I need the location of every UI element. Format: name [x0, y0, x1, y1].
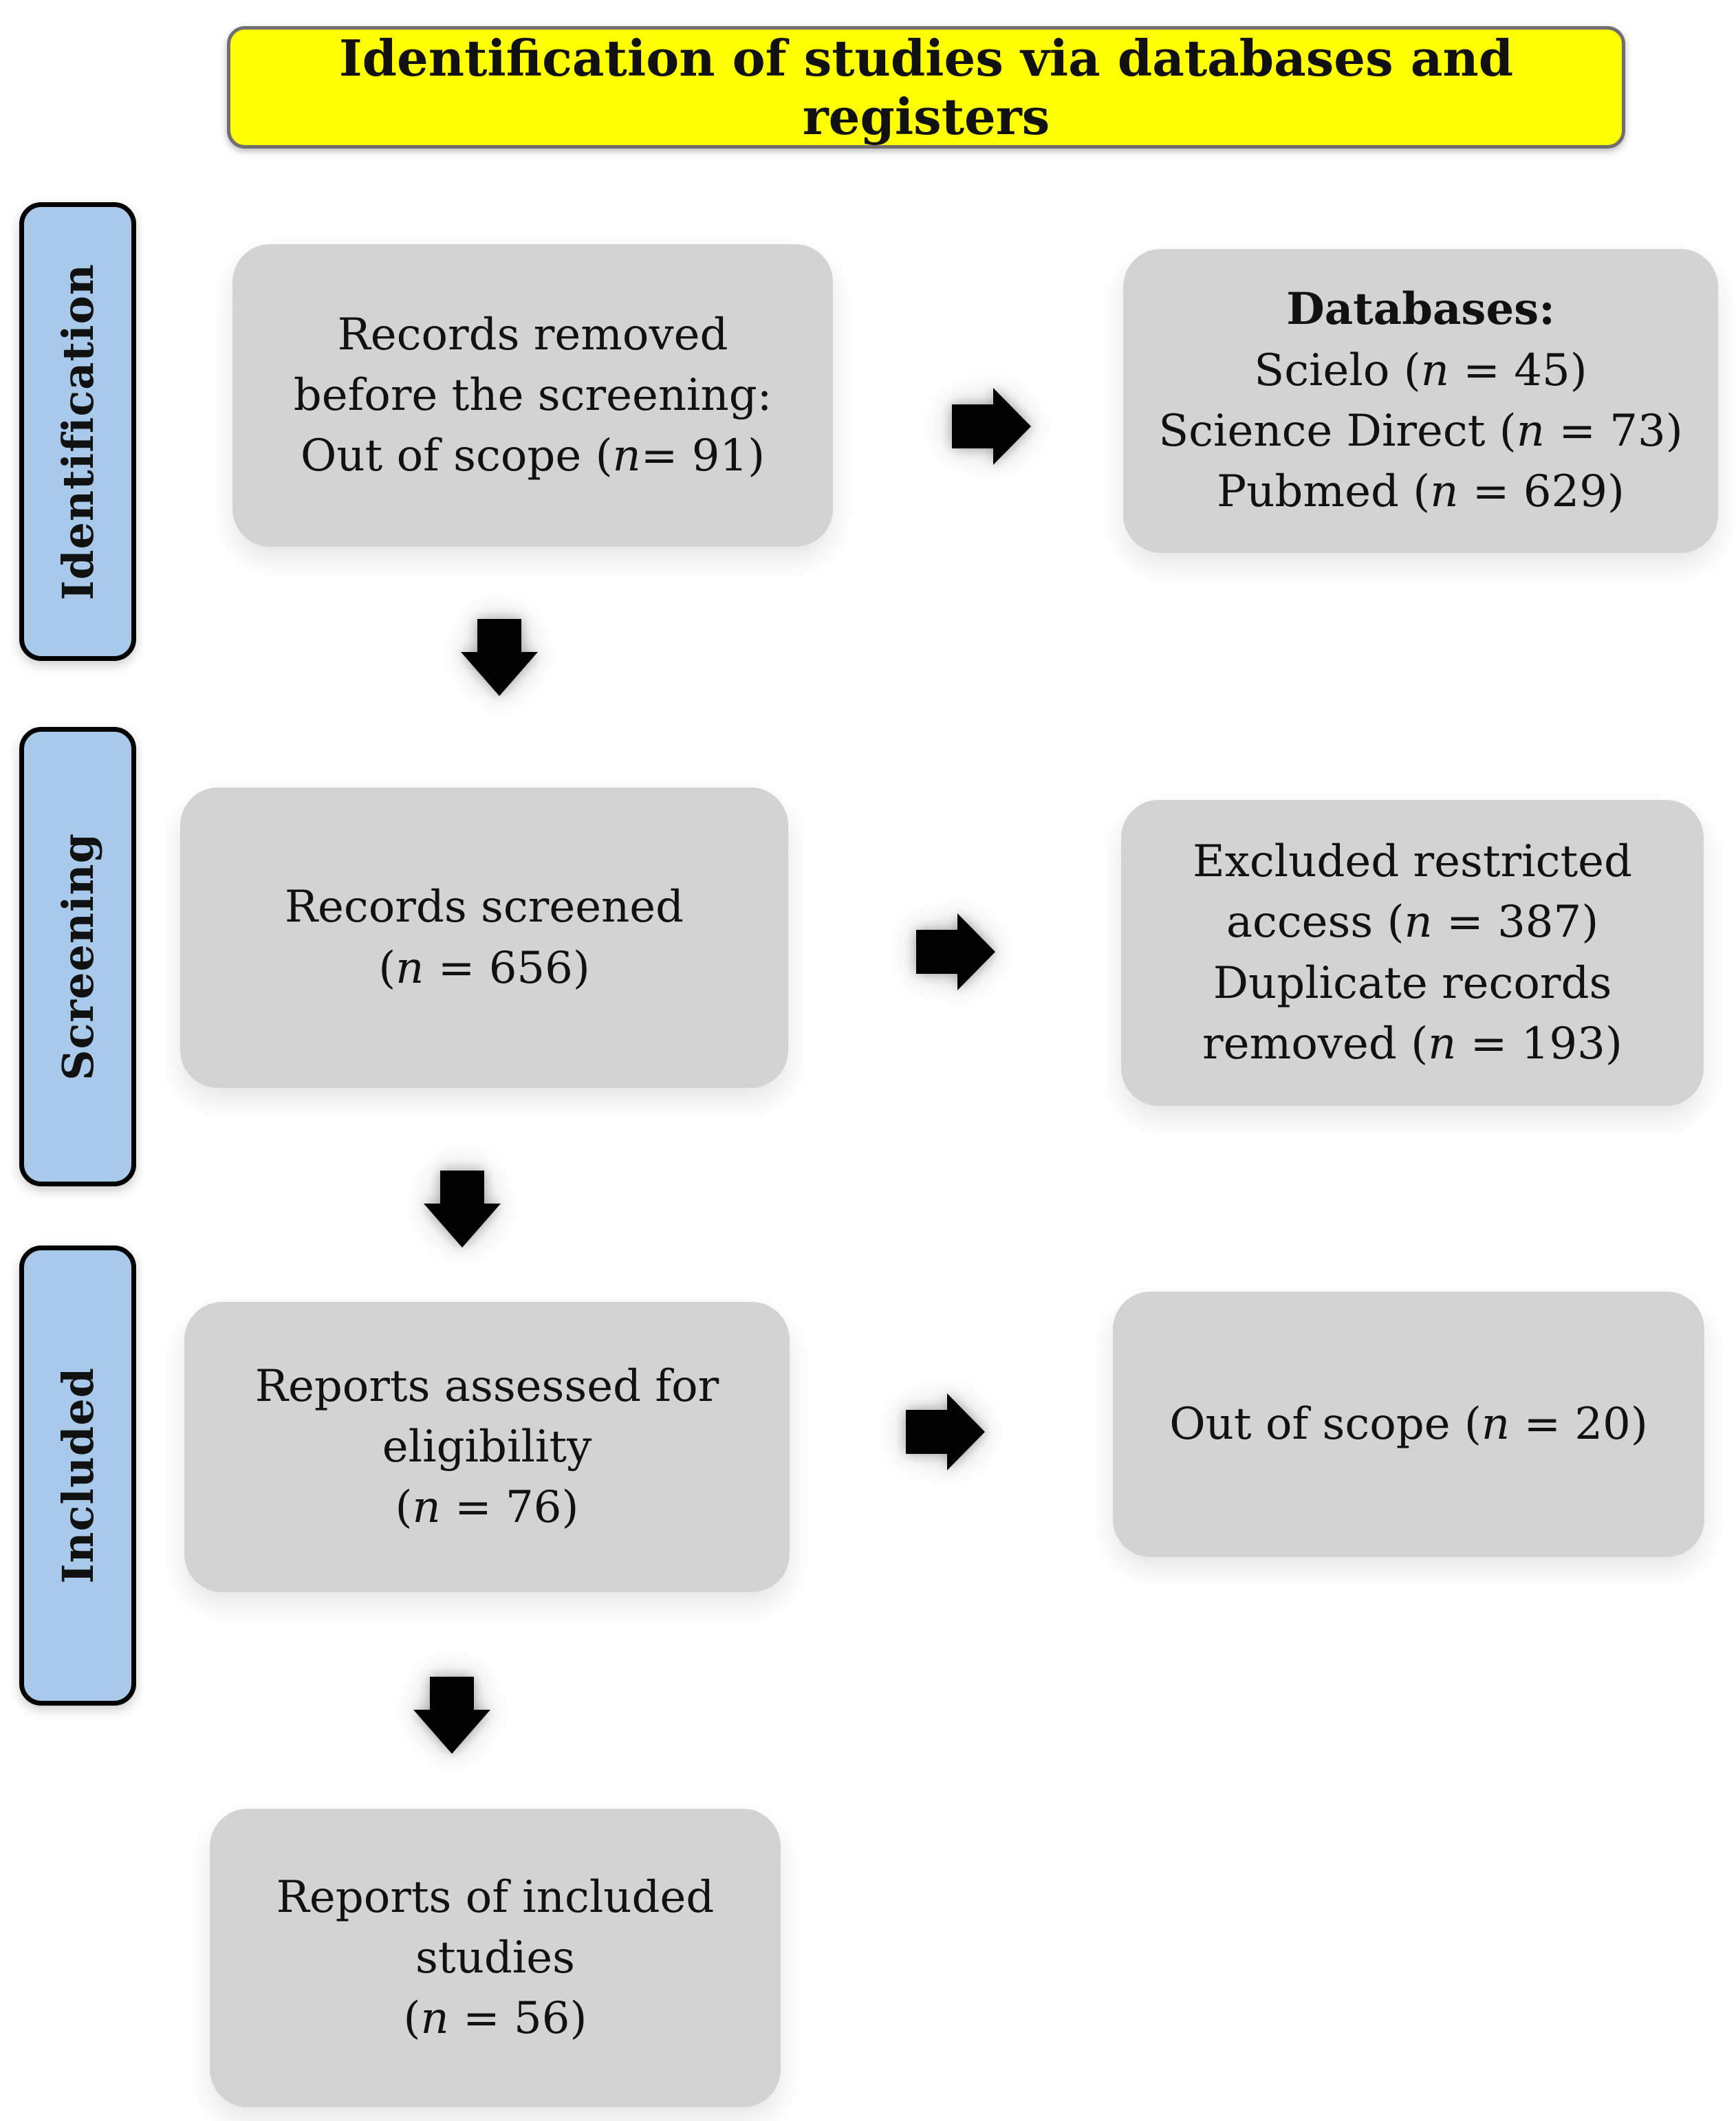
box-heading: Databases: [1286, 283, 1555, 336]
box-records-screened: Records screened (n = 656) [180, 787, 788, 1088]
arrow-right-glyph [906, 1393, 985, 1470]
stage-label-screening: Screening [19, 727, 136, 1186]
box-line: access (n = 387) [1226, 897, 1599, 948]
arrow-down-2-icon [414, 1171, 510, 1248]
box-line: Reports assessed for [254, 1360, 719, 1412]
box-line: before the screening: [293, 369, 772, 421]
box-line: Out of scope (n = 20) [1169, 1398, 1648, 1450]
arrow-right-row2-icon [916, 904, 995, 1000]
box-line: Duplicate records [1213, 957, 1612, 1009]
box-line: studies [415, 1932, 575, 1983]
arrow-down-1-icon [451, 619, 547, 696]
box-line: (n = 656) [378, 942, 590, 994]
box-line: Records removed [337, 309, 728, 360]
box-excluded-duplicates: Excluded restricted access (n = 387) Dupli… [1121, 800, 1704, 1106]
box-line: Scielo (n = 45) [1254, 345, 1587, 396]
arrow-down-glyph [461, 619, 538, 696]
stage-label-text: Included [52, 1367, 103, 1584]
box-out-of-scope: Out of scope (n = 20) [1113, 1292, 1704, 1557]
box-reports-assessed: Reports assessed for eligibility (n = 76) [184, 1302, 790, 1592]
arrow-right-glyph [952, 388, 1031, 465]
box-records-removed: Records removed before the screening: Out … [232, 244, 833, 547]
arrow-right-row3-icon [906, 1384, 985, 1480]
arrow-down-glyph [424, 1171, 501, 1248]
arrow-down-3-icon [404, 1677, 500, 1754]
box-line: Science Direct (n = 73) [1158, 406, 1683, 457]
box-line: Reports of included [276, 1871, 715, 1923]
box-line: Records screened [284, 882, 684, 933]
box-line: removed (n = 193) [1202, 1018, 1623, 1069]
arrow-right-row1-icon [952, 378, 1031, 475]
arrow-down-glyph [413, 1677, 490, 1754]
stage-label-identification: Identification [19, 202, 136, 661]
box-databases: Databases: Scielo (n = 45) Science Direct… [1123, 249, 1718, 553]
diagram-title: Identification of studies via databases … [227, 26, 1625, 149]
box-line: Out of scope (n= 91) [300, 431, 766, 482]
box-reports-included: Reports of included studies (n = 56) [210, 1809, 781, 2107]
box-line: Pubmed (n = 629) [1217, 466, 1625, 518]
arrow-right-glyph [916, 913, 995, 990]
stage-label-included: Included [19, 1246, 136, 1706]
box-line: Excluded restricted [1193, 836, 1632, 887]
stage-label-text: Screening [52, 832, 103, 1081]
box-line: (n = 56) [403, 1993, 587, 2045]
box-line: (n = 76) [395, 1482, 579, 1534]
stage-label-text: Identification [52, 263, 103, 600]
box-line: eligibility [382, 1421, 592, 1472]
